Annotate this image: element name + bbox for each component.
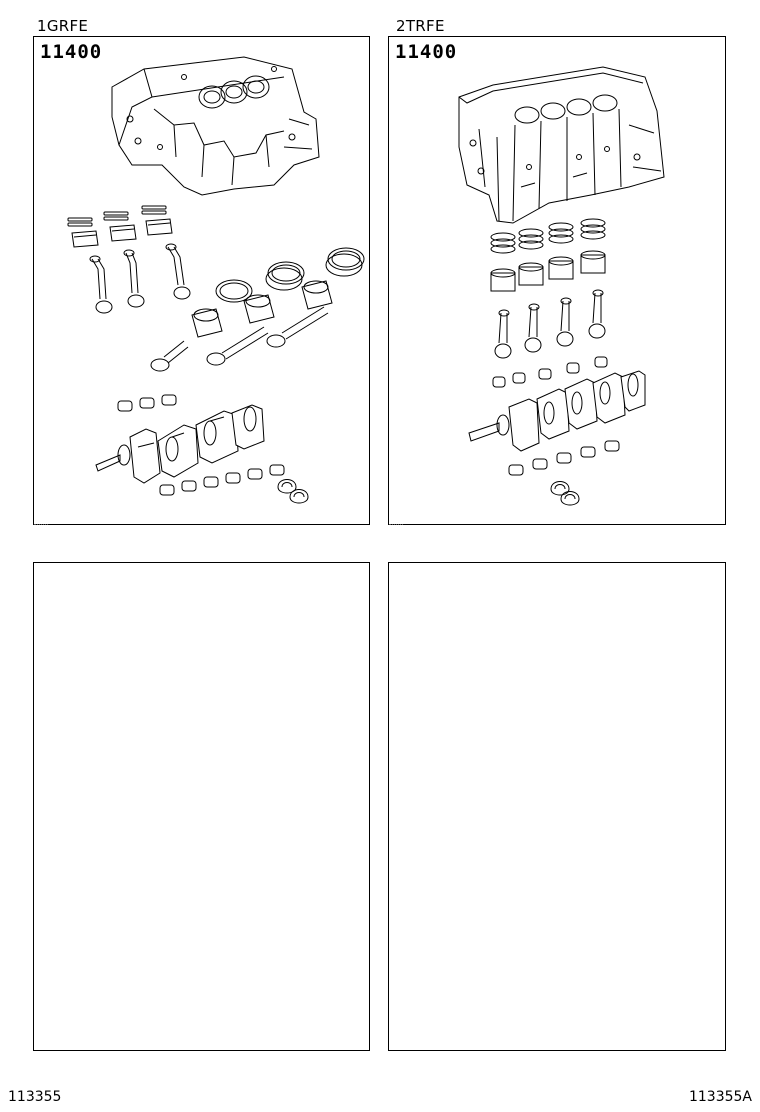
illustration-code-left: 113355 [8, 1089, 62, 1105]
crankshaft-bearing-part[interactable] [118, 395, 176, 411]
connecting-rod-part[interactable] [151, 307, 328, 371]
piston-part[interactable] [192, 281, 332, 337]
part-number-label[interactable]: 11400 [395, 41, 458, 63]
illustration-code-right: 113355A [688, 1089, 752, 1105]
crankshaft-part[interactable] [469, 371, 645, 451]
crankshaft-bearing-part[interactable] [160, 465, 284, 495]
crankshaft-part[interactable] [96, 405, 264, 483]
divider [34, 524, 48, 525]
piston-ring-set-part[interactable] [68, 206, 166, 226]
crankshaft-bearing-part[interactable] [509, 441, 619, 475]
piston-part[interactable] [491, 251, 605, 291]
part-number-label[interactable]: 11400 [40, 41, 103, 63]
engine-label-2trfe: 2TRFE [396, 17, 445, 35]
diagram-panel-1grfe: 11400 [33, 36, 370, 525]
empty-panel-right [388, 562, 726, 1051]
short-block-illustration-2trfe [389, 37, 727, 526]
thrust-washer-part[interactable] [551, 482, 579, 506]
cylinder-block-part[interactable] [112, 57, 319, 195]
connecting-rod-part[interactable] [90, 244, 190, 313]
short-block-illustration-1grfe [34, 37, 371, 526]
piston-ring-set-part[interactable] [216, 248, 364, 302]
diagram-panel-2trfe: 11400 [388, 36, 726, 525]
crankshaft-bearing-part[interactable] [493, 357, 607, 387]
engine-label-1grfe: 1GRFE [37, 17, 89, 35]
piston-ring-set-part[interactable] [491, 219, 605, 253]
connecting-rod-part[interactable] [495, 290, 605, 358]
thrust-washer-part[interactable] [278, 480, 308, 504]
divider [389, 524, 403, 525]
empty-panel-left [33, 562, 370, 1051]
piston-part[interactable] [72, 219, 172, 247]
cylinder-block-part[interactable] [459, 67, 664, 223]
